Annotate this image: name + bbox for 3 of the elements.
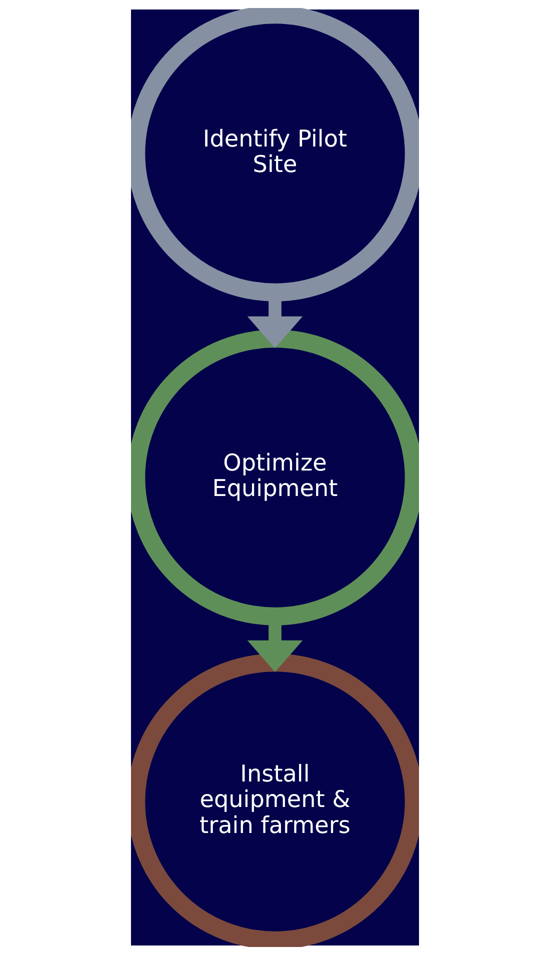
node-circle: Optimize Equipment [130,330,418,626]
node-circle: Identify Pilot Site [130,8,418,302]
node-circle: Install equipment & train farmers [130,654,418,947]
